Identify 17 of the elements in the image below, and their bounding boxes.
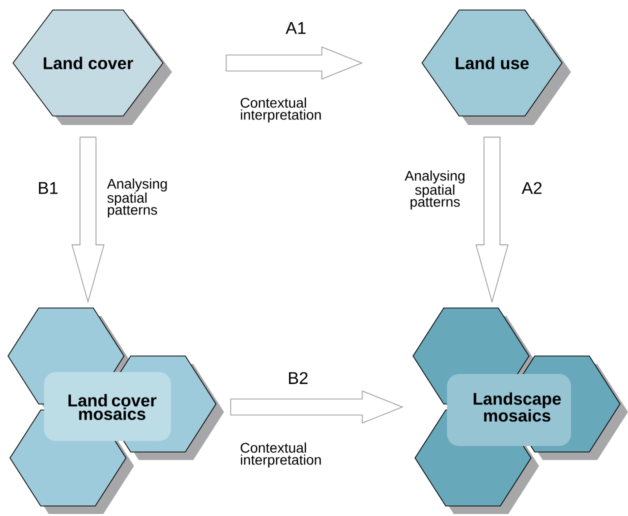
step-label: B1 — [39, 182, 58, 194]
step-label: A1 — [286, 22, 306, 34]
edge-label: Contextual interpretation — [240, 442, 321, 468]
hexagon-cluster: Landscape mosaics — [412, 308, 628, 514]
block-arrow — [475, 136, 509, 304]
node-label: mosaics — [484, 409, 550, 422]
hexagon: Land use — [422, 10, 571, 125]
block-arrow — [230, 390, 404, 424]
block-arrow — [226, 46, 363, 80]
edge-label: Analysing spatial patterns — [404, 170, 464, 210]
step-label: A2 — [522, 182, 542, 194]
step-label: B2 — [289, 372, 308, 384]
hexagon: Land cover — [12, 10, 172, 125]
edge-label: Analysing spatial patterns — [107, 178, 167, 218]
hexagon-cluster: Land cover mosaics — [8, 308, 224, 514]
block-arrow — [71, 136, 105, 304]
edge-label: Contextual interpretation — [240, 97, 321, 123]
